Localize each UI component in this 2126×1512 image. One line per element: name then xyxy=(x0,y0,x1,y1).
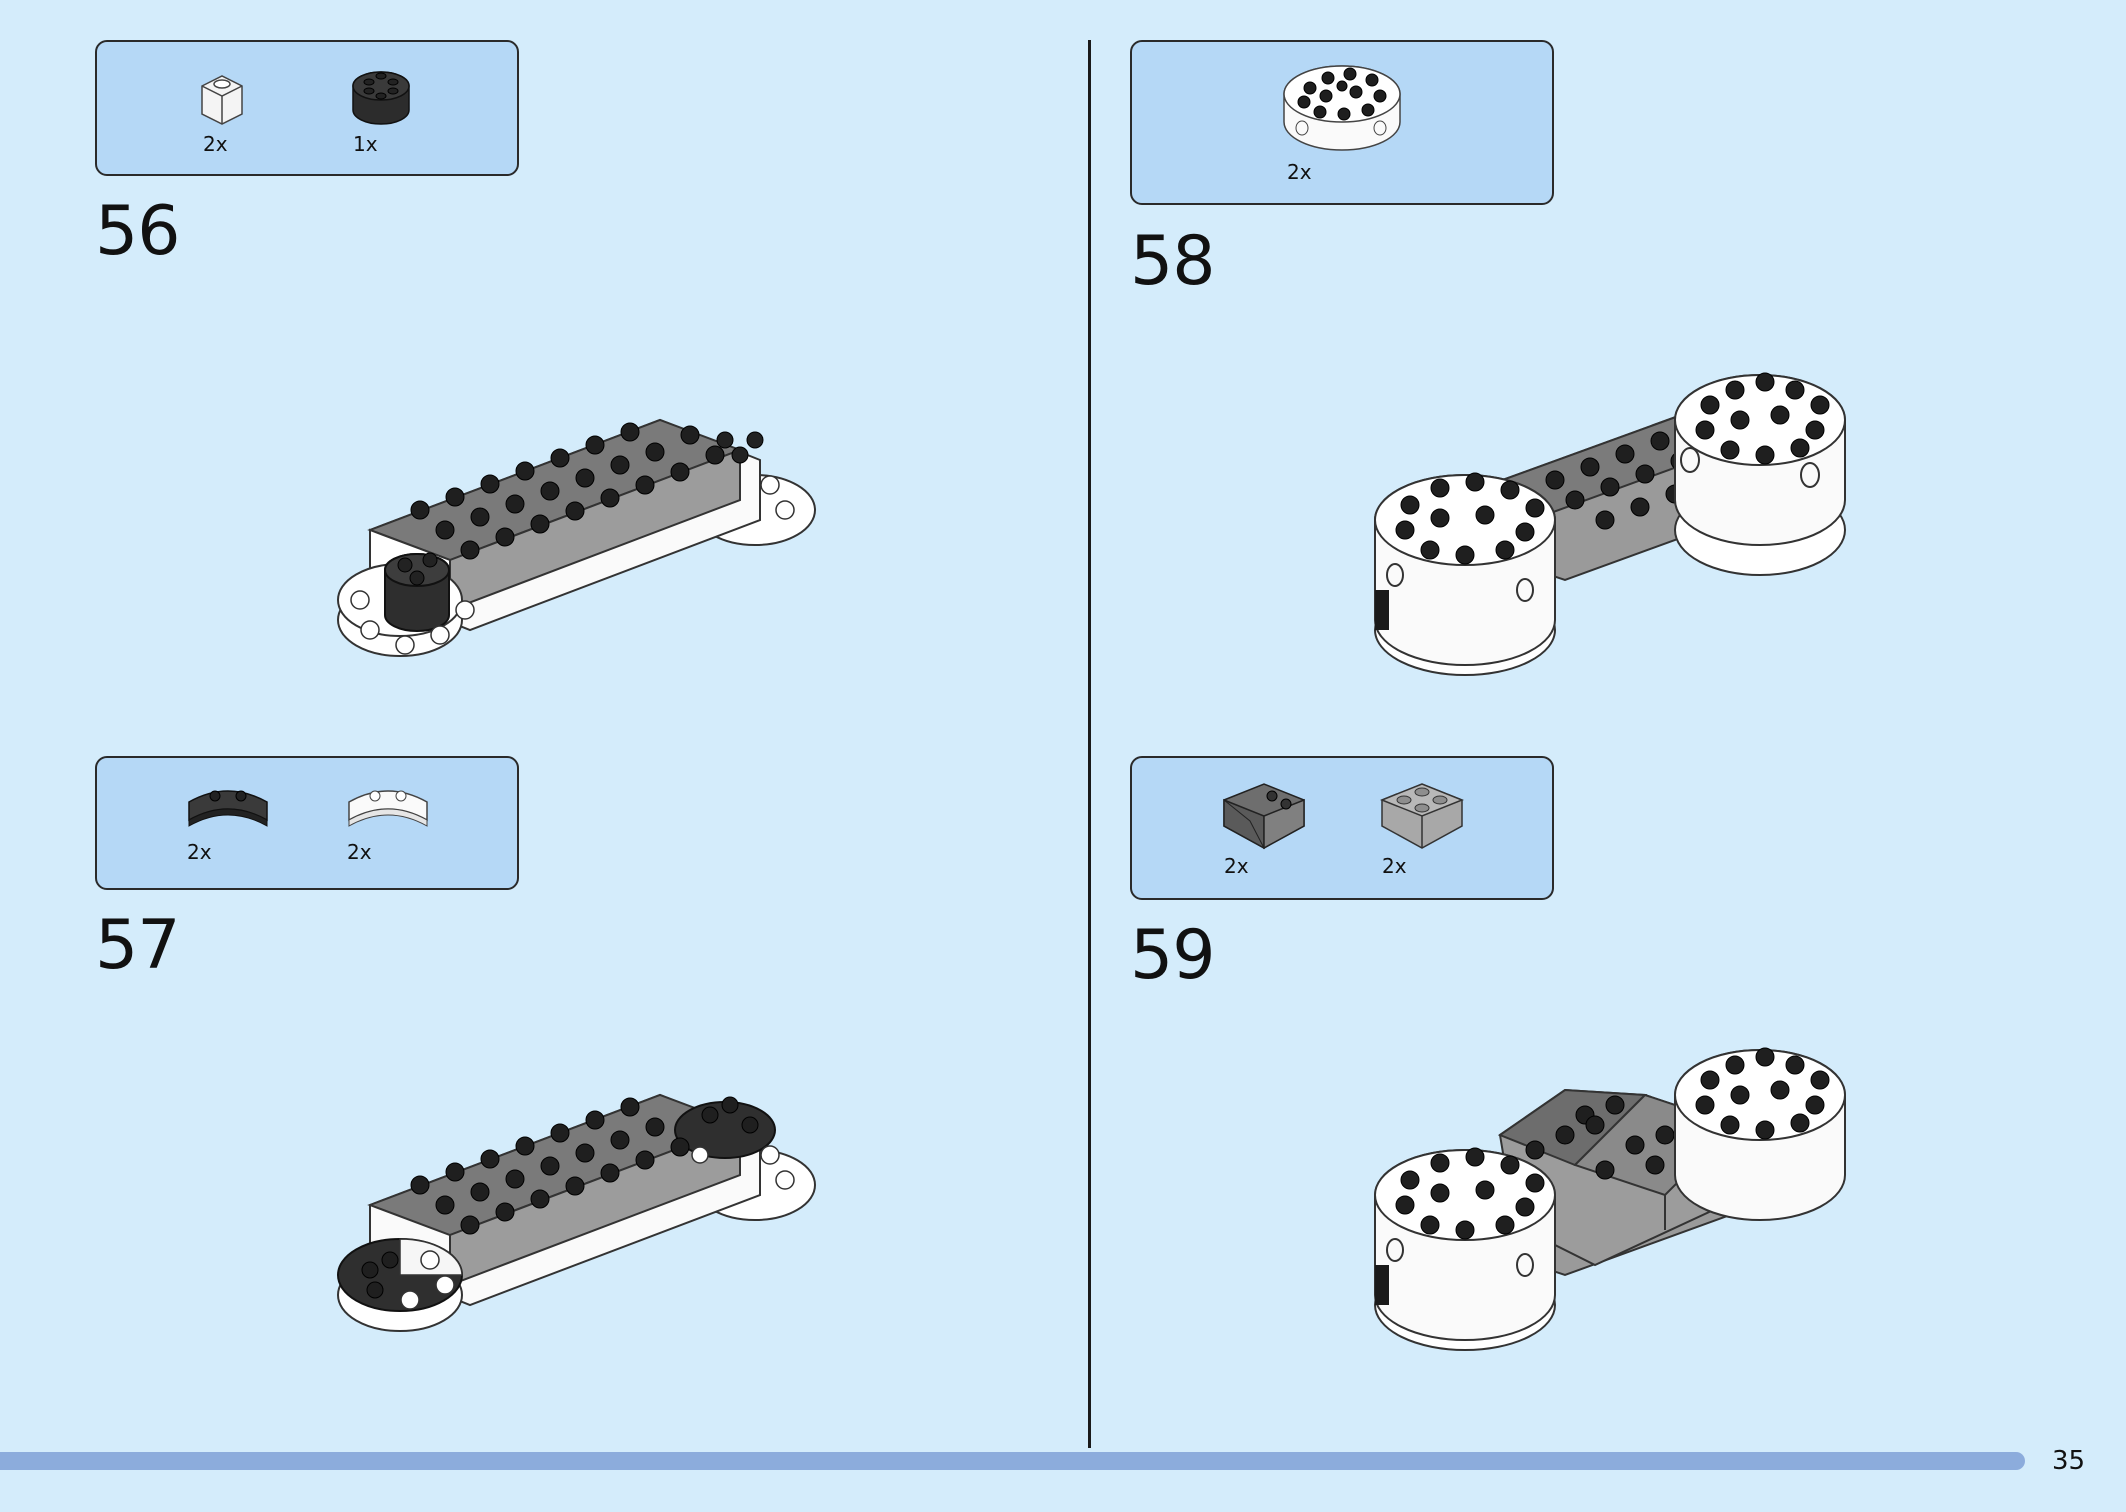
part-quantity: 2x xyxy=(1224,854,1249,878)
part-white-round-brick xyxy=(1280,58,1401,158)
white-brick-1x1-icon xyxy=(201,75,243,125)
parts-callout-step-57: 2x 2x xyxy=(95,756,519,890)
step-number-58: 58 xyxy=(1130,222,1216,301)
white-curved-plate-icon xyxy=(348,790,428,827)
part-white-brick xyxy=(197,70,317,126)
black-curved-plate-icon xyxy=(188,790,268,827)
assembly-model-step-59 xyxy=(1365,1025,1855,1369)
part-light-gray-brick xyxy=(1378,776,1498,856)
part-white-curved-plate xyxy=(345,782,465,836)
page-number: 35 xyxy=(2052,1446,2086,1476)
parts-callout-step-59: 2x 2x xyxy=(1130,756,1554,900)
assembly-model-step-58 xyxy=(1365,350,1855,694)
parts-callout-step-56: 2x 1x xyxy=(95,40,519,176)
part-black-round-brick xyxy=(349,64,469,128)
step-number-57: 57 xyxy=(95,906,181,985)
page-progress-bar xyxy=(0,1452,2025,1470)
part-quantity: 1x xyxy=(353,132,378,156)
part-quantity: 2x xyxy=(187,840,212,864)
light-gray-brick-2x2-icon xyxy=(1379,783,1465,849)
dark-gray-slope-brick-icon xyxy=(1223,783,1305,850)
white-round-brick-icon xyxy=(1283,65,1401,151)
step-number-56: 56 xyxy=(95,192,181,271)
part-quantity: 2x xyxy=(347,840,372,864)
step-number-59: 59 xyxy=(1130,916,1216,995)
part-quantity: 2x xyxy=(1287,160,1312,184)
part-black-curved-plate xyxy=(185,782,305,836)
part-dark-gray-slope-brick xyxy=(1220,776,1340,856)
assembly-model-step-56 xyxy=(330,400,820,704)
part-quantity: 2x xyxy=(1382,854,1407,878)
part-quantity: 2x xyxy=(203,132,228,156)
black-round-brick-icon xyxy=(352,71,410,125)
page-divider xyxy=(1088,40,1091,1448)
parts-callout-step-58: 2x xyxy=(1130,40,1554,205)
assembly-model-step-57 xyxy=(330,1075,820,1379)
